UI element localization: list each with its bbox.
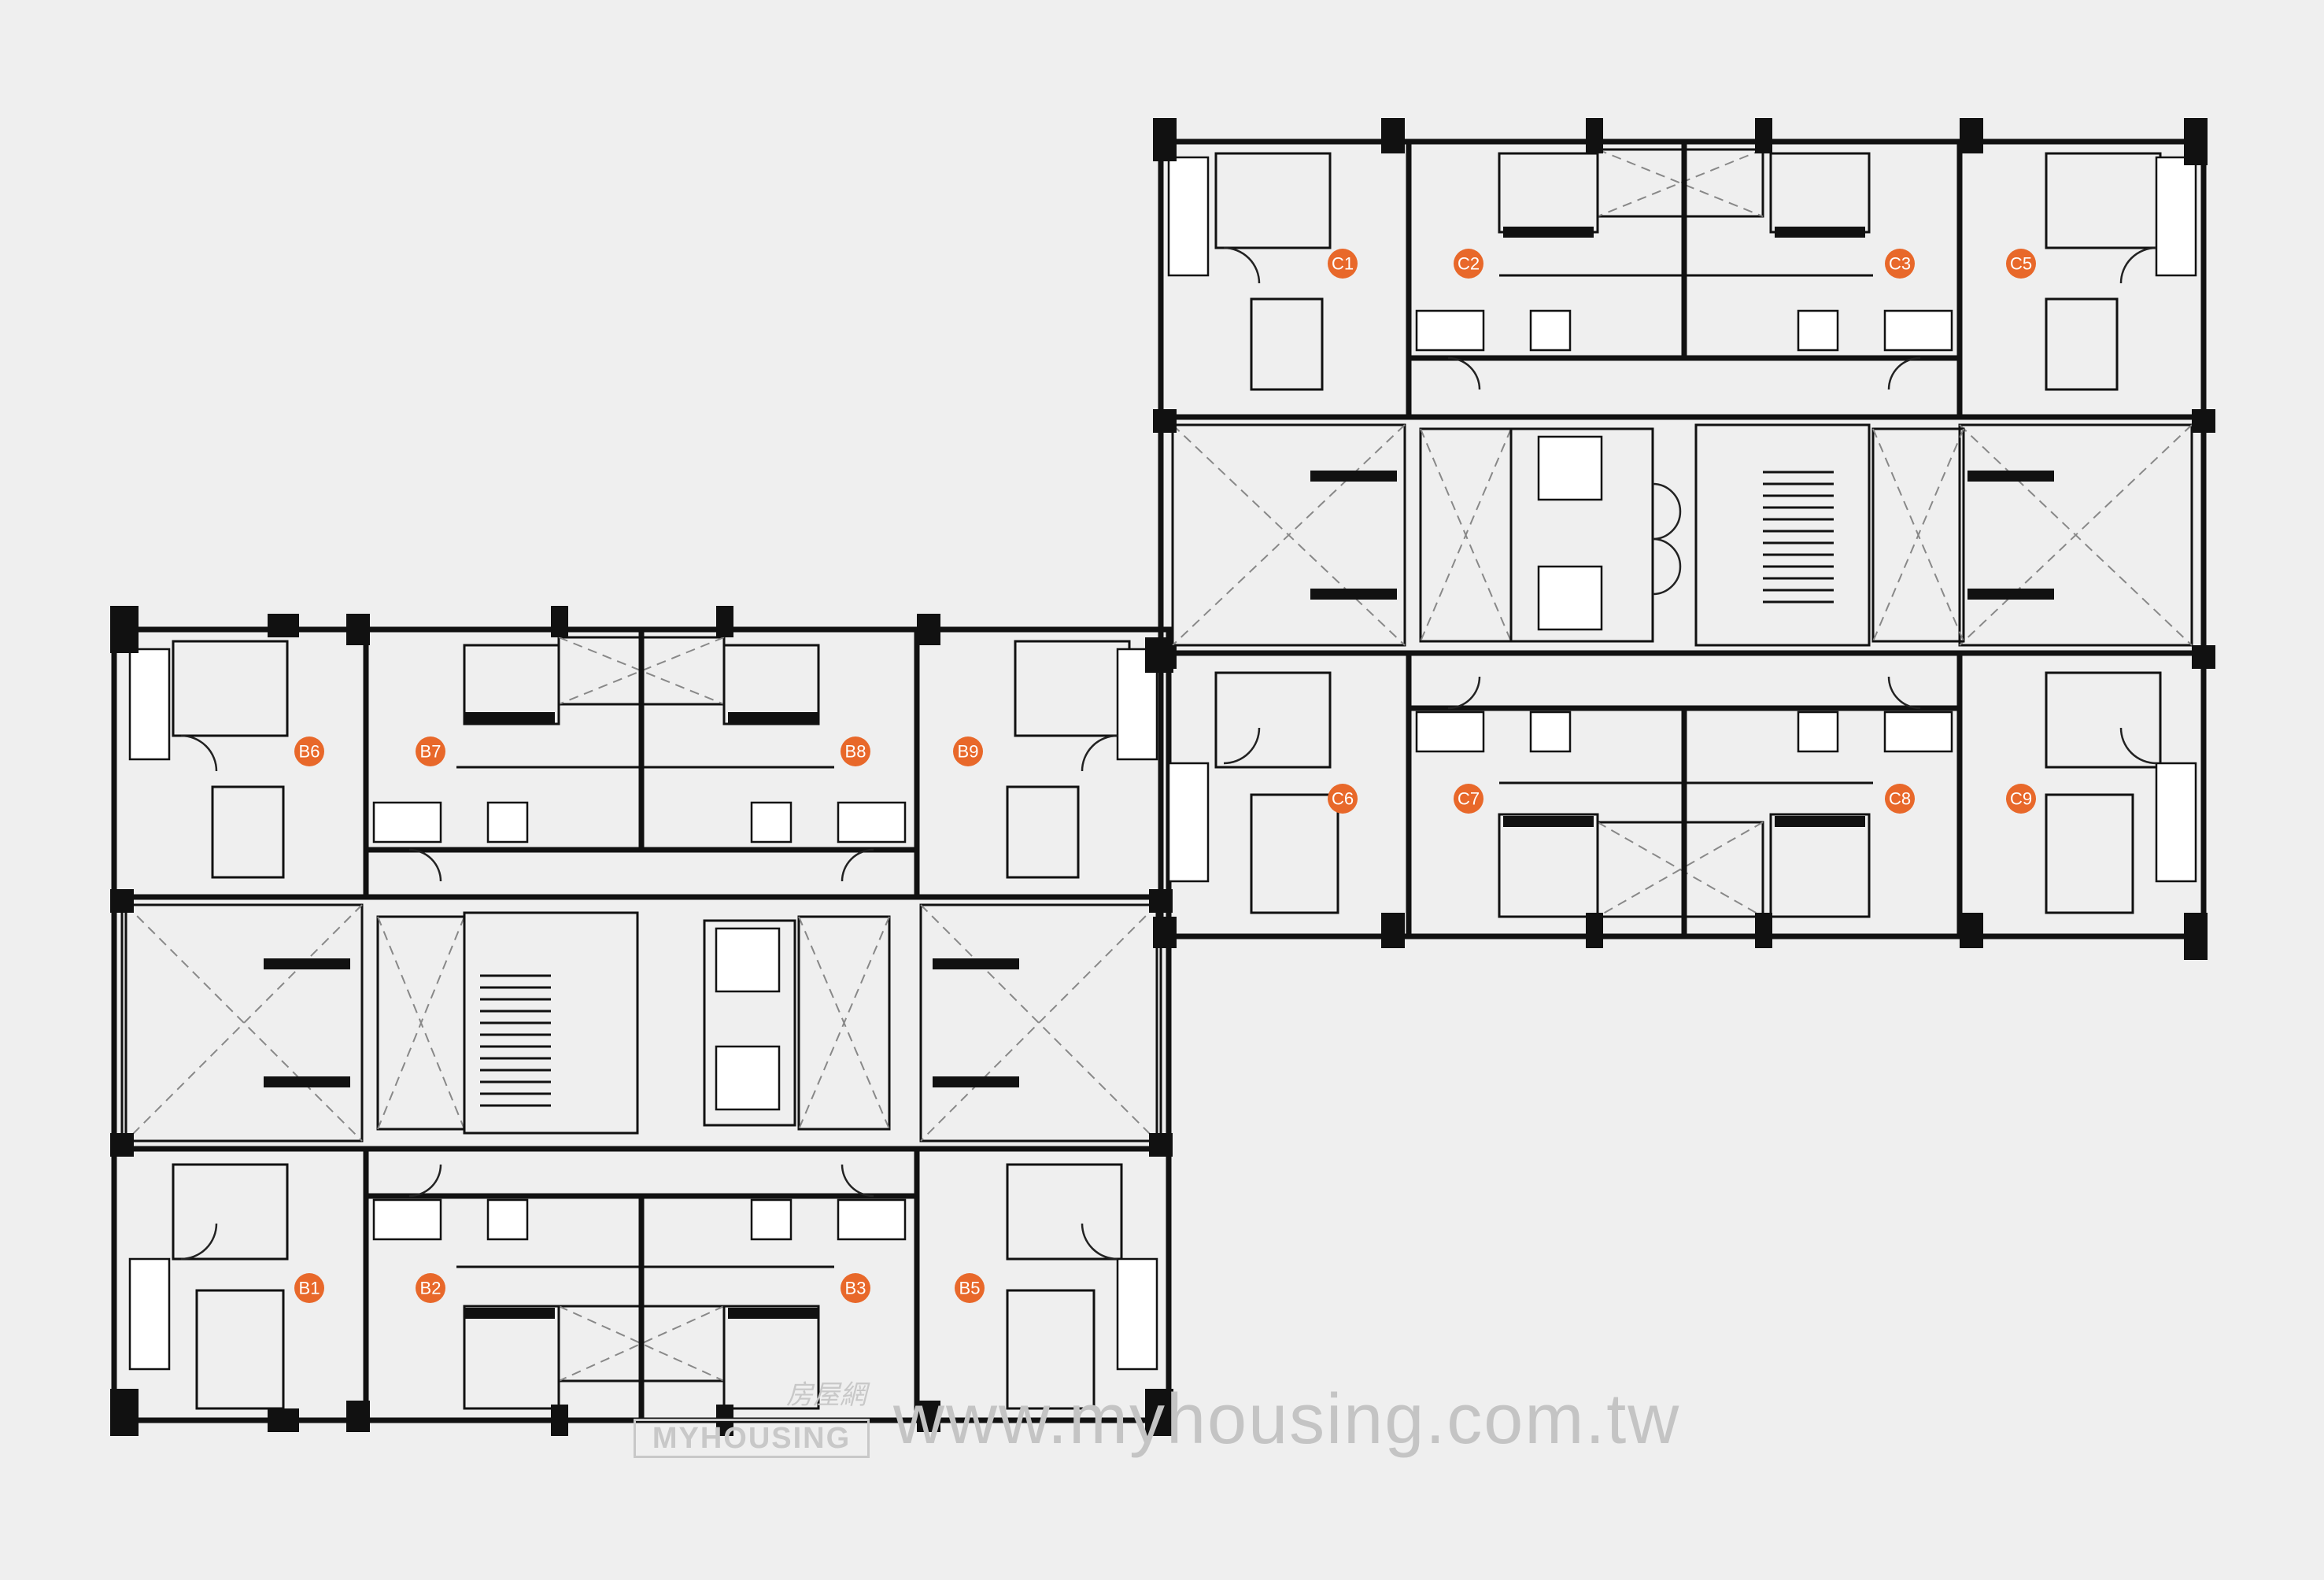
svg-text:C7: C7: [1458, 789, 1480, 809]
svg-text:B7: B7: [420, 742, 442, 762]
logo-box: MYHOUSING: [634, 1419, 870, 1458]
unit-tag-c5: C5: [2006, 249, 2036, 279]
watermark-url: www.myhousing.com.tw: [893, 1380, 1681, 1459]
svg-text:B6: B6: [299, 742, 320, 762]
unit-tag-c9: C9: [2006, 784, 2036, 814]
svg-text:C6: C6: [1332, 789, 1354, 809]
unit-tag-b5: B5: [955, 1273, 985, 1303]
svg-text:C2: C2: [1458, 254, 1480, 274]
unit-tag-b1: B1: [294, 1273, 324, 1303]
unit-tag-c7: C7: [1454, 784, 1483, 814]
unit-tag-c3: C3: [1885, 249, 1915, 279]
svg-text:C8: C8: [1889, 789, 1911, 809]
logo-cjk-text: 房屋網: [786, 1379, 866, 1411]
unit-tag-c1: C1: [1328, 249, 1358, 279]
site-watermark: 房屋網 MYHOUSING www.myhousing.com.tw: [634, 1373, 1680, 1458]
logo-brand-text: MYHOUSING: [652, 1421, 852, 1455]
svg-text:B1: B1: [299, 1279, 320, 1298]
unit-tag-c8: C8: [1885, 784, 1915, 814]
svg-text:C3: C3: [1889, 254, 1911, 274]
unit-tag-b2: B2: [416, 1273, 445, 1303]
unit-tag-b7: B7: [416, 736, 445, 766]
unit-tag-b9: B9: [953, 736, 983, 766]
unit-tag-b3: B3: [841, 1273, 870, 1303]
svg-text:B5: B5: [959, 1279, 981, 1298]
svg-text:C9: C9: [2010, 789, 2032, 809]
building-c: [1153, 118, 2215, 960]
svg-text:C1: C1: [1332, 254, 1354, 274]
unit-tag-c6: C6: [1328, 784, 1358, 814]
svg-text:B3: B3: [845, 1279, 866, 1298]
unit-tag-c2: C2: [1454, 249, 1483, 279]
svg-text:B8: B8: [845, 742, 866, 762]
unit-tag-b6: B6: [294, 736, 324, 766]
myhousing-logo: 房屋網 MYHOUSING: [634, 1373, 870, 1458]
svg-text:C5: C5: [2010, 254, 2032, 274]
unit-tag-b8: B8: [841, 736, 870, 766]
building-b: [110, 606, 1173, 1436]
svg-text:B9: B9: [958, 742, 979, 762]
svg-text:B2: B2: [420, 1279, 442, 1298]
